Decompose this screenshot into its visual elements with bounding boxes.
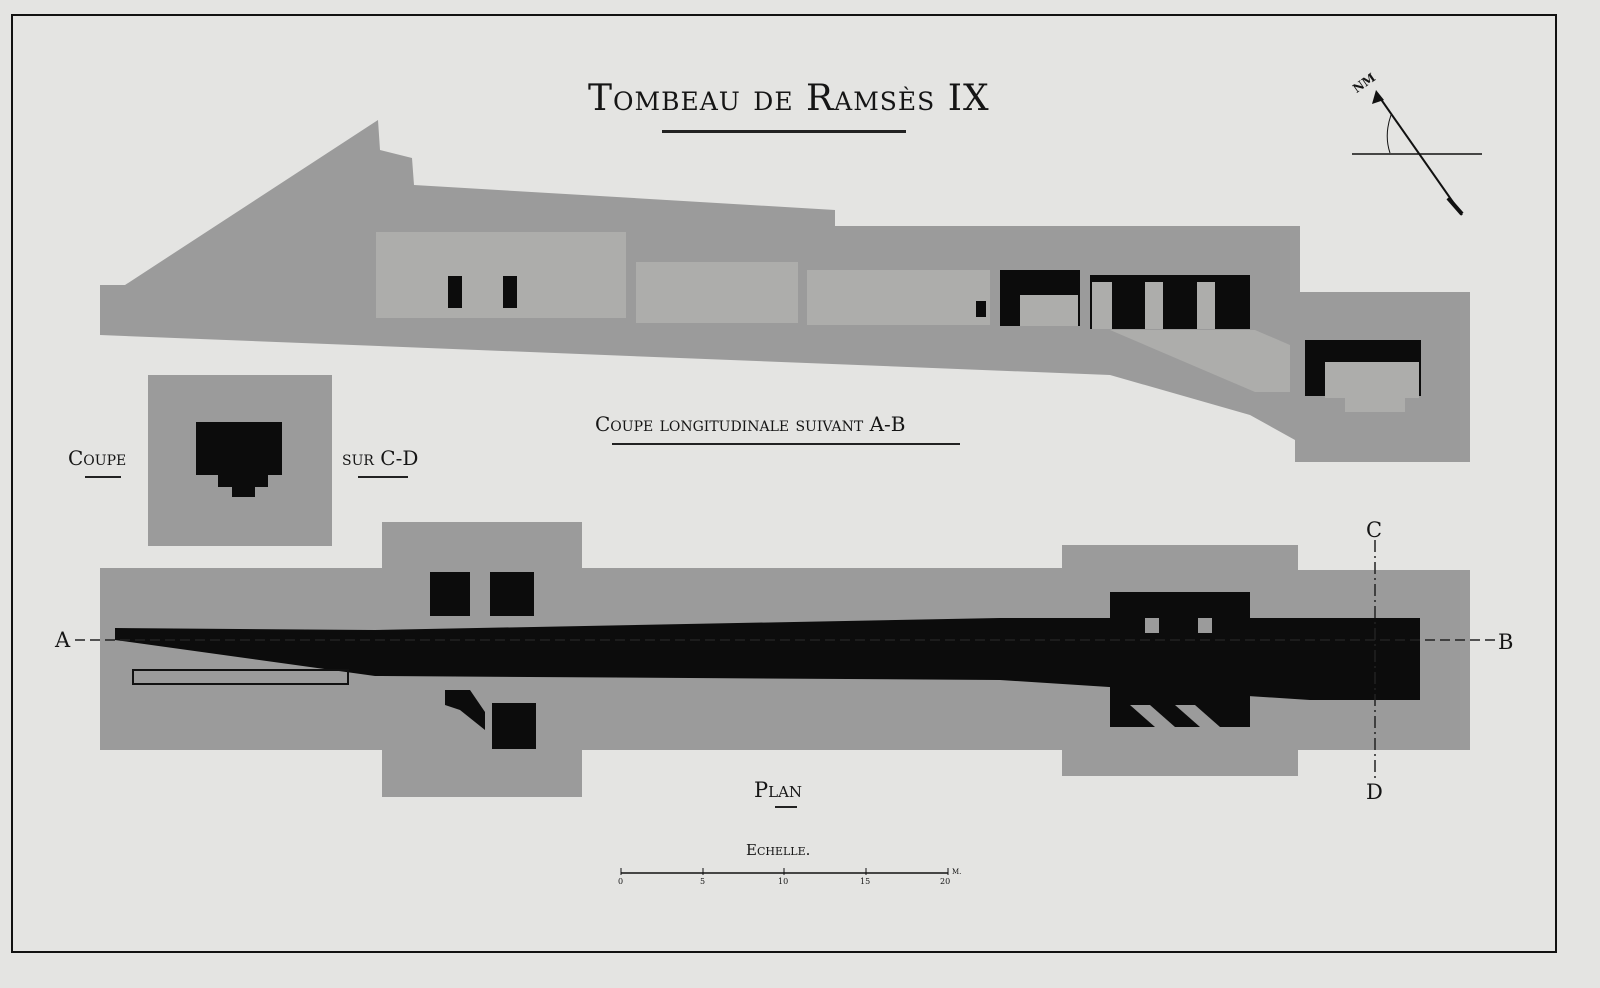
side-chamber-4 xyxy=(445,690,485,730)
section-label: Coupe longitudinale suivant A-B xyxy=(595,412,906,436)
cross-section-void xyxy=(196,422,282,497)
scale-bar xyxy=(620,868,949,875)
plan xyxy=(75,522,1495,797)
plan-steps xyxy=(132,669,349,685)
pillar-3 xyxy=(1197,282,1215,329)
coupe-underline xyxy=(85,476,121,478)
marker-d: D xyxy=(1366,780,1383,804)
marker-b: B xyxy=(1498,630,1514,654)
drawing-title: Tombeau de Ramsès IX xyxy=(588,78,990,119)
cross-section-label-right: sur C-D xyxy=(342,446,419,470)
door-2 xyxy=(503,276,517,308)
scale-tick-20: 20 xyxy=(940,877,951,886)
longitudinal-section xyxy=(100,120,1470,462)
hall-pillar-2 xyxy=(1198,618,1212,633)
scale-tick-15: 15 xyxy=(860,877,871,886)
hall-pillar-1 xyxy=(1145,618,1159,633)
corridor-3 xyxy=(807,270,990,325)
pillared-hall xyxy=(1090,275,1250,329)
compass-icon xyxy=(1352,90,1482,216)
ramp-stripe-2 xyxy=(1175,705,1220,727)
side-chamber-2 xyxy=(490,572,534,616)
side-chamber-3 xyxy=(492,703,536,749)
main-axis-corridor xyxy=(115,618,1420,700)
door-1 xyxy=(448,276,462,308)
marker-a: A xyxy=(55,628,71,652)
corridor-2 xyxy=(636,262,798,323)
pillar-1 xyxy=(1092,282,1112,329)
marker-c: C xyxy=(1366,518,1383,542)
title-underline xyxy=(662,130,906,133)
corridor-1 xyxy=(376,232,626,318)
sur-cd-underline xyxy=(358,476,408,478)
frame-border xyxy=(11,14,1557,953)
chamber-4-floor xyxy=(1020,295,1078,326)
scale-tick-5: 5 xyxy=(700,877,706,886)
pillar-2 xyxy=(1145,282,1163,329)
plan-label: Plan xyxy=(754,778,803,802)
ramp-stripe-1 xyxy=(1130,705,1175,727)
side-chamber-1 xyxy=(430,572,470,616)
scale-unit: M. xyxy=(952,868,962,876)
sarcophagus-pit xyxy=(1325,362,1419,398)
scale-tick-10: 10 xyxy=(778,877,789,886)
plan-hall xyxy=(1110,592,1250,727)
descending-corridor xyxy=(1110,330,1290,392)
cross-section-label-left: Coupe xyxy=(68,446,127,470)
section-label-underline xyxy=(612,443,960,445)
scale-tick-0: 0 xyxy=(618,877,624,886)
cross-section-cd xyxy=(148,375,332,546)
plan-underline xyxy=(775,806,797,808)
pit-step xyxy=(1345,398,1405,412)
niche xyxy=(976,301,986,317)
scale-label: Echelle. xyxy=(746,841,811,859)
